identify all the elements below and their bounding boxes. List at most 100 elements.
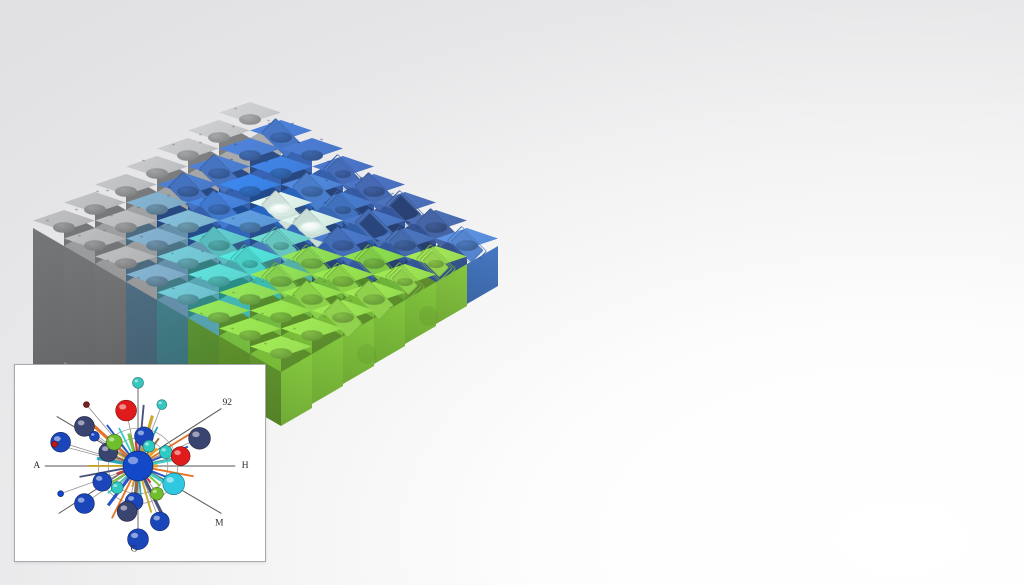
block-top-drill-mark <box>420 251 424 253</box>
inset-axis-label: 92 <box>223 398 233 408</box>
inset-node <box>115 399 137 422</box>
inset-nodes <box>50 377 211 550</box>
inset-spoke <box>146 466 194 478</box>
inset-node <box>162 472 185 495</box>
inset-hub-highlight <box>127 456 139 465</box>
block-top-drill-mark <box>171 287 175 290</box>
block-top-drill-mark <box>112 246 116 248</box>
block-top-drill-mark <box>172 143 176 146</box>
block-top-drill-mark <box>261 178 265 180</box>
block-top-drill-mark <box>168 223 172 226</box>
block-top-drill-mark <box>266 339 270 341</box>
inset-node-highlight <box>128 496 135 501</box>
block-top-drill-mark <box>231 125 235 127</box>
block-top-drill-mark <box>261 240 265 243</box>
inset-node-highlight <box>108 437 115 442</box>
inset-node <box>89 431 100 442</box>
block-top-drill-mark <box>390 267 394 270</box>
block-top-drill-mark <box>110 215 114 217</box>
inset-axis-label: H <box>242 461 249 471</box>
block-top-drill-mark <box>105 189 109 192</box>
block-top-drill-mark <box>422 281 426 284</box>
block-top-drill-mark <box>267 122 271 125</box>
block-top-drill-mark <box>234 143 238 146</box>
block-top-drill-mark <box>281 154 285 157</box>
inset-node-highlight <box>134 379 139 383</box>
block-face-right <box>374 300 405 364</box>
block-top-drill-mark <box>155 262 159 265</box>
inset-node <box>116 501 138 522</box>
block-face-right <box>281 354 312 426</box>
block-top-drill-mark <box>296 360 300 363</box>
inset-node <box>110 481 124 494</box>
inset-node-highlight <box>131 532 139 539</box>
block-top-drill-mark <box>329 337 332 339</box>
inset-node-highlight <box>174 450 181 456</box>
block-top-drill-mark <box>261 312 265 315</box>
block-face-right <box>467 246 498 304</box>
inset-node <box>105 433 123 451</box>
block-side-mark <box>418 306 439 327</box>
block-top-drill-mark <box>95 190 99 193</box>
block-top-drill-mark <box>452 265 456 267</box>
block-top-drill-mark <box>199 133 203 136</box>
block-side-mark <box>356 344 377 365</box>
block-top-drill-mark <box>233 108 237 110</box>
inset-node <box>83 401 90 408</box>
block-top-drill-mark <box>391 192 395 194</box>
block-top-drill-mark <box>438 245 442 247</box>
inset-node <box>159 445 173 459</box>
block-top-drill-mark <box>415 226 419 228</box>
inset-node-highlight <box>120 505 128 511</box>
block-top-drill-mark <box>315 281 319 283</box>
block-top-drill-mark <box>322 315 326 317</box>
block-top-drill-mark <box>377 281 381 283</box>
block-top-drill-mark <box>224 192 228 194</box>
inset-node-highlight <box>119 404 127 410</box>
inset-node-highlight <box>53 436 61 442</box>
block-top-drill-mark <box>45 219 49 221</box>
block-top-drill-mark <box>260 212 264 215</box>
block-top-drill-mark <box>168 186 172 189</box>
inset-node <box>142 439 156 453</box>
block-top-drill-mark <box>252 281 256 283</box>
block-top-drill-mark <box>276 155 280 158</box>
inset-node-highlight <box>152 489 157 494</box>
block-top-drill-mark <box>240 244 244 246</box>
inset-node <box>57 490 64 497</box>
inset-axis-label: M <box>215 519 224 529</box>
block-face-right <box>312 336 343 404</box>
block-top-drill-mark <box>271 370 275 372</box>
block-top-drill-mark <box>139 235 143 237</box>
block-top-drill-mark <box>203 197 207 199</box>
block-top-drill-mark <box>348 300 352 302</box>
block-top-drill-mark <box>83 260 87 263</box>
block-top-drill-mark <box>447 242 451 244</box>
block-top-drill-mark <box>236 209 240 212</box>
block-top-drill-mark <box>297 178 301 180</box>
block-top-drill-mark <box>256 318 260 320</box>
block-top-drill-mark <box>237 278 241 280</box>
inset-spoke <box>79 466 130 478</box>
inset-node-highlight <box>77 420 85 426</box>
block-face-left <box>64 246 95 380</box>
block-top-drill-mark <box>137 277 141 279</box>
block-top-drill-mark <box>231 291 235 294</box>
inset-node-highlight <box>95 475 103 481</box>
block-top-drill-mark <box>327 161 331 163</box>
block-face-right <box>436 264 467 324</box>
block-top-drill-mark <box>78 234 82 236</box>
block-top-drill-mark <box>339 263 343 266</box>
block-top-drill-mark <box>359 321 363 324</box>
inset-node <box>51 440 58 448</box>
block-top-drill-mark <box>199 141 203 144</box>
inset-node-highlight <box>77 497 85 503</box>
inset-hub-node <box>122 450 154 482</box>
inset-axis-label: A <box>33 461 40 471</box>
block-top-drill-mark <box>291 122 295 125</box>
inset-node-highlight <box>153 515 160 521</box>
block-top-drill-mark <box>265 161 269 163</box>
